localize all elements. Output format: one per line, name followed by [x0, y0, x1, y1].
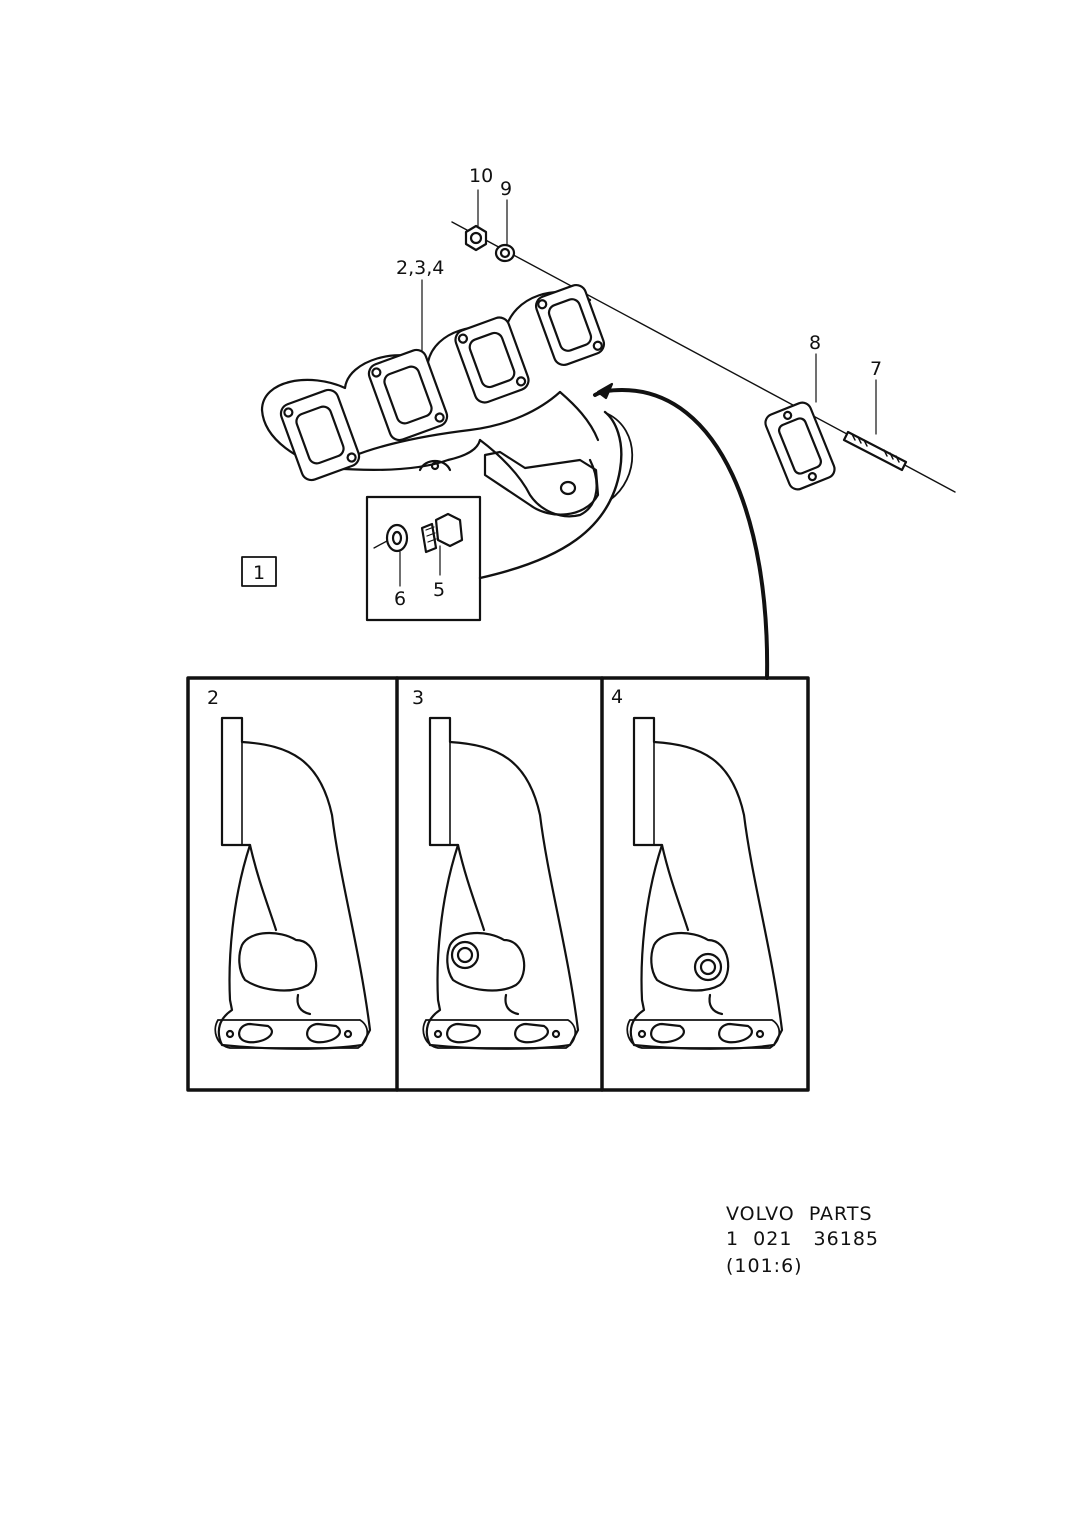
boss-variant-4 — [693, 952, 723, 982]
callout-8: 8 — [809, 332, 821, 354]
footer-part-number: 1 021 36185 — [726, 1228, 879, 1250]
gasket-part — [764, 401, 836, 491]
nut-part — [464, 224, 488, 252]
stud-part — [842, 430, 908, 472]
exhaust-manifold-part — [260, 283, 606, 518]
panel-label-3: 3 — [412, 687, 424, 709]
callout-2-3-4: 2,3,4 — [396, 257, 444, 279]
callout-10: 10 — [469, 165, 493, 187]
washer-part — [494, 243, 516, 263]
plug-detail-inset — [365, 495, 482, 622]
callout-9: 9 — [500, 178, 512, 200]
manifold-variant-2 — [214, 716, 372, 1050]
boss-variant-3 — [450, 940, 480, 970]
variant-panels — [186, 676, 810, 1092]
footer-brand: VOLVO PARTS — [726, 1203, 873, 1225]
callout-1: 1 — [253, 562, 265, 584]
callout-5: 5 — [433, 579, 445, 601]
footer-section-code: (101:6) — [726, 1255, 803, 1277]
callout-7: 7 — [870, 358, 882, 380]
reference-box — [241, 556, 277, 587]
panel-label-4: 4 — [611, 686, 623, 708]
panel-label-2: 2 — [207, 687, 219, 709]
callout-6: 6 — [394, 588, 406, 610]
